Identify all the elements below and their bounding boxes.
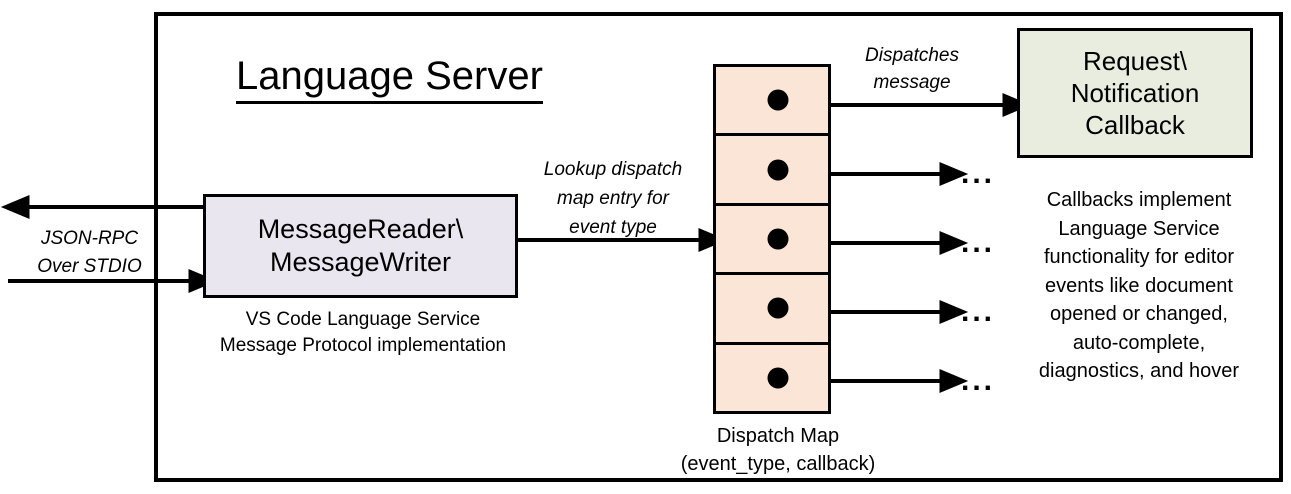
caption-callback-line5: opened or changed, [1050,303,1228,325]
caption-callback-line3: functionality for editor [1043,246,1235,268]
caption-dispatch-map-line1: Dispatch Map [716,425,840,447]
ellipsis-row-5: ... [961,364,996,397]
caption-callback-line1: Callbacks implement [1046,189,1232,211]
edge-label-dispatches-line1: Dispatches [865,45,959,66]
callback-dot-icon [767,89,789,111]
caption-callback-line6: auto-complete, [1072,331,1206,354]
edge-label-lookup-line2: map entry for [557,188,669,209]
edge-label-json-rpc-line2: Over STDIO [37,256,142,277]
ellipsis-row-3: ... [961,226,996,259]
caption-callback-line2: Language Service [1058,217,1220,240]
node-message-reader-writer-line1: MessageReader\ [257,214,464,244]
edge-label-lookup-line3: event type [569,217,657,238]
dispatch-map-row[interactable] [716,136,828,206]
node-callback-label: Request\ Notification Callback [1071,45,1200,141]
node-message-reader-writer-line2: MessageWriter [269,247,452,277]
edge-label-json-rpc: JSON-RPC Over STDIO [12,225,167,281]
caption-dispatch-map-line2: (event_type, callback) [680,453,876,475]
node-request-notification-callback[interactable]: Request\ Notification Callback [1017,28,1253,158]
caption-message-reader-writer-line1: VS Code Language Service [245,309,481,330]
node-message-reader-writer[interactable]: MessageReader\ MessageWriter [203,194,518,298]
edge-label-dispatches-message: Dispatches message [832,42,992,96]
callback-dot-icon [767,367,789,389]
callback-dot-icon [767,228,789,250]
edge-label-dispatches-line2: message [873,72,951,93]
node-callback-line3: Callback [1085,110,1185,140]
ellipsis-row-4: ... [961,295,996,328]
ellipsis-row-2: ... [961,157,996,190]
dispatch-map-row[interactable] [716,206,828,276]
node-callback-line1: Request\ [1082,46,1188,76]
caption-dispatch-map: Dispatch Map (event_type, callback) [648,422,908,478]
edge-label-lookup-line1: Lookup dispatch [543,159,683,180]
node-message-reader-writer-label: MessageReader\ MessageWriter [258,213,464,279]
edge-label-json-rpc-line1: JSON-RPC [40,228,139,249]
caption-message-reader-writer-line2: Message Protocol implementation [219,335,507,356]
callback-dot-icon [767,159,789,181]
page-title: Language Server [236,52,543,104]
dispatch-map-row[interactable] [716,345,828,411]
dispatch-map-row[interactable] [716,67,828,137]
caption-callback-description: Callbacks implement Language Service fun… [1005,186,1273,386]
language-server-boundary [154,12,1283,482]
callback-dot-icon [767,297,789,319]
caption-callback-line7: diagnostics, and hover [1038,360,1240,382]
dispatch-map-table[interactable] [713,64,831,414]
node-callback-line2: Notification [1070,78,1200,108]
edge-label-lookup-dispatch: Lookup dispatch map entry for event type [518,155,708,242]
dispatch-map-row[interactable] [716,275,828,345]
caption-message-reader-writer: VS Code Language Service Message Protoco… [193,307,533,359]
caption-callback-line4: events like document [1045,274,1233,297]
